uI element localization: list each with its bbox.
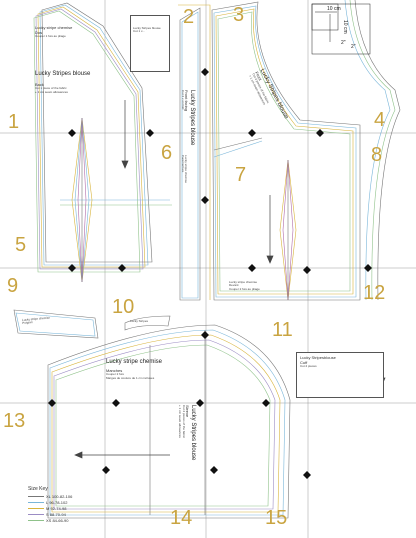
size-s: S 88-70-94 (46, 511, 66, 517)
devant-brand: Lucky stripe chemise (229, 280, 258, 284)
size-key: Size Key XL 100-82-106 L 96-78-102 M 92-… (28, 486, 72, 523)
facing-piece-brand: Lucky Stripes (130, 319, 149, 323)
grainline-arrows (74, 100, 386, 459)
info-box-line: Cut 1 x... (133, 29, 146, 34)
devant-label: Lucky stripe chemise Devant Couper 2 foi… (229, 280, 260, 291)
size-swatch-xl (28, 495, 44, 497)
test-square-height: 10 cm (342, 20, 348, 34)
tile-number-12: 12 (363, 282, 386, 304)
test-square (311, 3, 371, 55)
tile-number-7: 7 (235, 164, 247, 186)
tile-number-2: 2 (183, 6, 195, 28)
test-square-width: 10 cm (327, 6, 341, 12)
sleeve-piece: Manches (106, 367, 123, 373)
devant-piece: Devant (229, 283, 239, 288)
front-dart (279, 159, 297, 301)
front-piece-outline (211, 0, 401, 301)
size-key-row: M 92-74-98 (28, 505, 72, 511)
sleeve-label-vertical: Lucky Stripes blouse Sleeve Cut 2 pieces… (178, 405, 196, 460)
sleeve-vertical-brand: Lucky Stripes blouse (190, 405, 196, 461)
front-band-brand: Lucky Stripes blouse (189, 90, 195, 146)
size-swatch-xs (28, 519, 44, 521)
tile-number-3: 3 (233, 4, 245, 26)
back-piece-note-small: Couper 1 fois au pliage (35, 34, 66, 39)
front-band-outline (179, 7, 201, 301)
size-key-title: Size Key (28, 486, 48, 492)
back-piece-outline (33, 2, 172, 273)
info-box-text: Lucky Stripes blouse Cut 1 x... (133, 26, 161, 34)
back-dart (71, 117, 93, 283)
test-square-small-1: 2" (341, 40, 346, 46)
size-xs: XS 84-66-90 (46, 517, 69, 523)
back-piece-name: Back (35, 81, 44, 87)
cuff-box-cut: Cut 2 pieces (300, 364, 317, 369)
back-piece-title-block: Lucky Stripes blouse Back Cut 1 piece of… (35, 71, 90, 94)
front-band-cut: Cut 2 x on fold (180, 90, 185, 110)
size-key-row: XL 100-82-106 (28, 493, 72, 499)
size-m: M 92-74-98 (46, 505, 67, 511)
collar-label: Lucky stripe chemise Parementure (180, 155, 188, 183)
tile-number-11: 11 (272, 319, 293, 341)
size-l: L 96-78-102 (46, 499, 68, 505)
tile-number-8: 8 (371, 144, 383, 166)
test-square-small-2: 2" (351, 44, 356, 50)
sleeve-brand: Lucky stripe chemise (106, 359, 163, 365)
size-key-row: S 88-70-94 (28, 511, 72, 517)
size-key-row: L 96-78-102 (28, 499, 72, 505)
cuff-box-brand: Lucky Stripesblouse (300, 355, 336, 360)
info-box (130, 15, 170, 72)
tile-number-15: 15 (265, 507, 288, 529)
tile-number-5: 5 (15, 234, 27, 256)
tile-number-6: 6 (161, 142, 173, 164)
sleeve-piece-outline (47, 324, 291, 519)
tile-number-1: 1 (8, 111, 20, 133)
back-piece-cut: Cut 1 piece of the fabric (35, 86, 67, 91)
sleeve-cut: Couper 2 fois (106, 372, 124, 377)
back-piece-label: Lucky stripe chemise Dos Couper 1 fois a… (35, 25, 73, 39)
sleeve-label: Lucky stripe chemise Manches Couper 2 fo… (106, 359, 162, 380)
alignment-diamonds (48, 68, 372, 479)
tile-number-14: 14 (170, 507, 193, 529)
size-key-row: XS 84-66-90 (28, 517, 72, 523)
back-piece-brand: Lucky Stripes blouse (35, 71, 91, 77)
sleeve-note: Marges de couture de 1 cm incluses (106, 375, 155, 380)
facing-piece-label: Lucky Stripes (130, 319, 149, 323)
tile-number-4: 4 (374, 109, 386, 131)
cuff-box-label: Lucky Stripesblouse Cuff Cut 2 pieces (300, 355, 336, 369)
devant-cut: Couper 2 fois au pliage (229, 286, 260, 291)
size-swatch-s (28, 513, 44, 515)
tile-number-9: 9 (7, 275, 19, 297)
back-piece-name-small: Dos (35, 29, 43, 35)
small-pieces-outline (13, 4, 211, 339)
tile-number-10: 10 (112, 296, 135, 318)
tile-number-13: 13 (3, 410, 26, 432)
sleeve-vertical-note: + 1 cm seam allowances (178, 405, 183, 438)
size-xl: XL 100-82-106 (46, 493, 73, 499)
cuff-box-piece: Cuff (300, 359, 308, 365)
cuff-box (296, 352, 384, 398)
back-brand-small: Lucky stripe chemise (35, 25, 73, 30)
front-band-label: Lucky Stripes blouse Front facing Cut 2 … (180, 90, 195, 145)
size-swatch-m (28, 507, 44, 509)
info-box-brand: Lucky Stripes blouse (133, 26, 161, 30)
size-swatch-l (28, 501, 44, 503)
back-piece-note: + 1 cm seam allowances (35, 89, 68, 94)
